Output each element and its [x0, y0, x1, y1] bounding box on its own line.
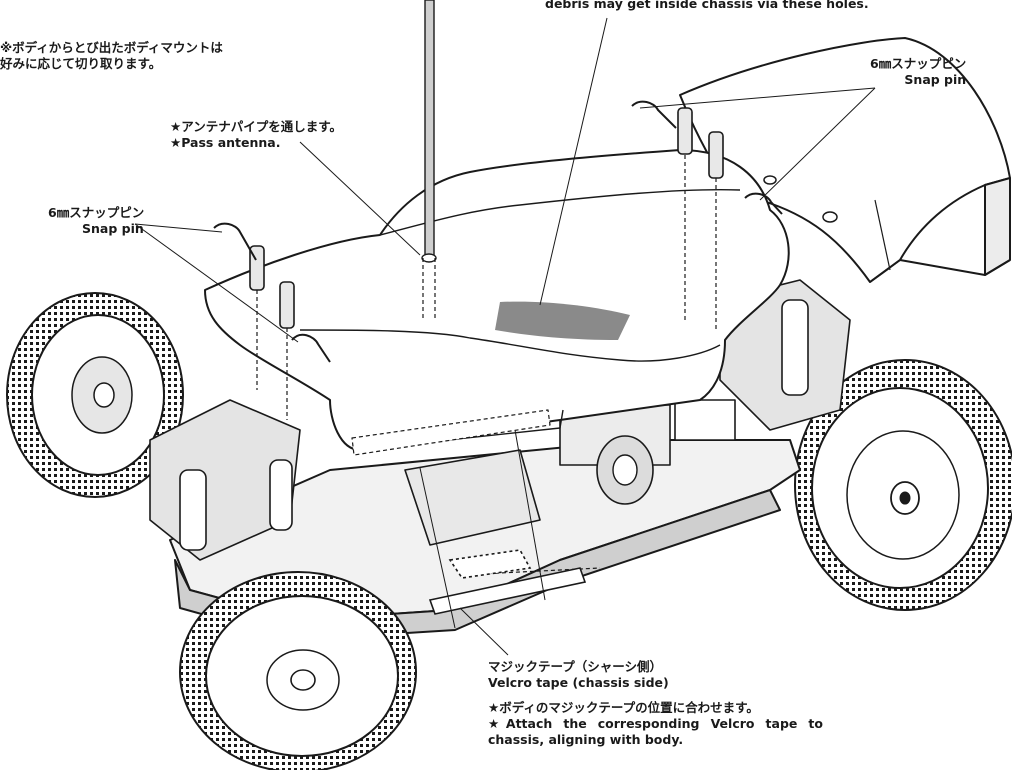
antenna-pipe: [421, 0, 437, 263]
antenna-en: ★Pass antenna.: [170, 135, 281, 150]
rear-left-wheel: [6, 292, 184, 498]
body-mounts: [249, 107, 724, 329]
velcro-jp: マジックテープ（シャーシ側）: [488, 659, 663, 674]
velcro-callout: マジックテープ（シャーシ側） Velcro tape (chassis side…: [488, 659, 669, 691]
antenna-callout: ★アンテナパイプを通します。 ★Pass antenna.: [170, 119, 342, 151]
leader-lines: [134, 17, 876, 656]
velcro-en: Velcro tape (chassis side): [488, 675, 669, 690]
front-right-wheel: [179, 571, 417, 770]
debris-note-text: debris may get inside chassis via these …: [545, 0, 869, 11]
snap-pins: [213, 100, 783, 363]
rear-right-wheel: [794, 359, 1012, 611]
body-shell: [204, 149, 790, 456]
attach-en: ★Attach the corresponding Velcro tape to…: [488, 716, 823, 747]
body-mount-trim-note: ※ボディからとび出たボディマウントは 好みに応じて切り取ります。: [0, 40, 223, 72]
debris-note: debris may get inside chassis via these …: [545, 0, 869, 12]
snap-pin-left-callout: 6㎜スナップピン Snap pin: [48, 205, 144, 237]
snap-pin-right-en: Snap pin: [904, 72, 967, 87]
snap-pin-right-callout: 6㎜スナップピン Snap pin: [870, 56, 966, 88]
attach-instruction: ★ボディのマジックテープの位置に合わせます。 ★Attach the corre…: [488, 700, 823, 748]
attach-jp: ★ボディのマジックテープの位置に合わせます。: [488, 700, 759, 715]
body-mount-trim-note-line2: 好みに応じて切り取ります。: [0, 56, 162, 71]
snap-pin-right-jp: 6㎜スナップピン: [870, 56, 967, 71]
snap-pin-left-en: Snap pin: [82, 221, 144, 236]
snap-pin-left-jp: 6㎜スナップピン: [48, 205, 145, 220]
body-mount-trim-note-line1: ※ボディからとび出たボディマウントは: [0, 40, 223, 55]
antenna-jp: ★アンテナパイプを通します。: [170, 119, 342, 134]
velcro-tape-chassis: [428, 549, 587, 615]
